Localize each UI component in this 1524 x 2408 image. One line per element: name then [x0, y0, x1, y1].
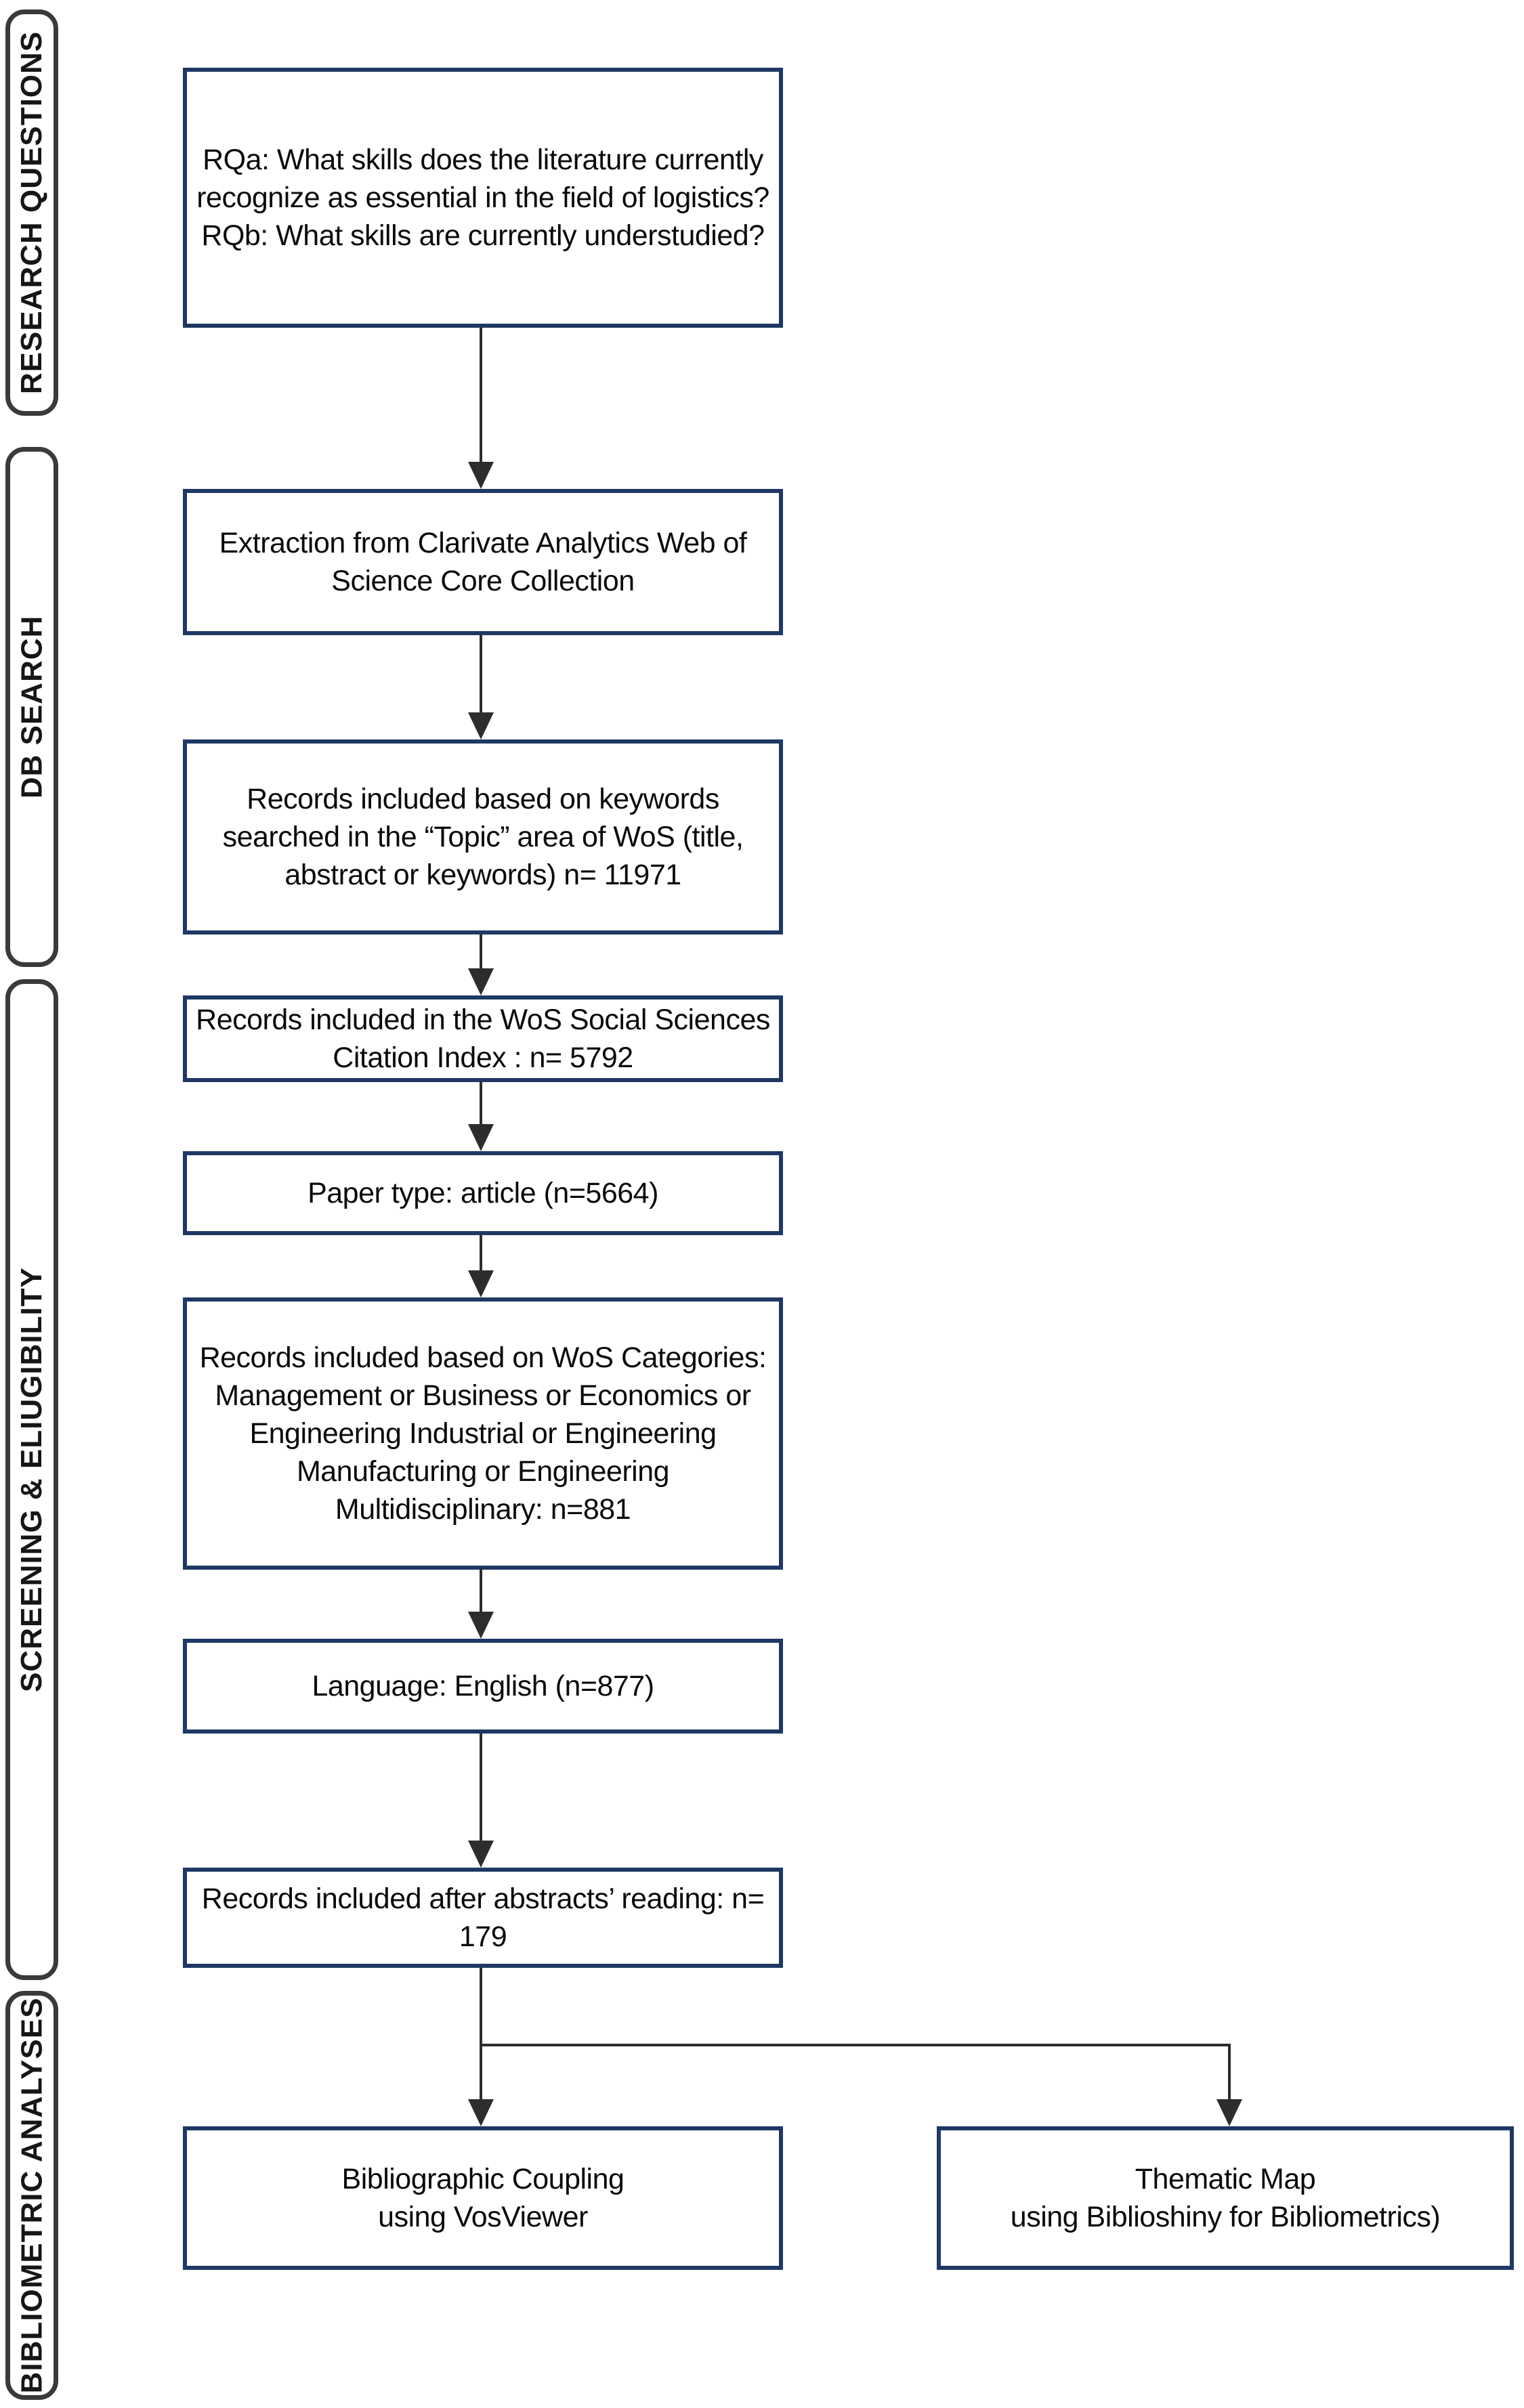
box-language-label: Language: English (n=877): [312, 1670, 654, 1702]
arrowhead-icon-1: [468, 462, 494, 489]
arrow-line-2: [480, 635, 482, 714]
box-thematic-map-label: Thematic Map using Biblioshiny for Bibli…: [1010, 2163, 1441, 2233]
box-research-questions-label: RQa: What skills does the literature cur…: [196, 144, 769, 252]
stage-screening-eligibility: SCREENING & ELIUGIBILITY: [5, 979, 58, 1980]
stage-db-search-label: DB SEARCH: [15, 615, 49, 799]
arrowhead-icon-2: [468, 712, 494, 739]
arrow-line-6: [480, 1568, 482, 1613]
arrowhead-icon-5: [468, 1270, 494, 1297]
stage-db-search: DB SEARCH: [5, 447, 58, 967]
box-extraction: Extraction from Clarivate Analytics Web …: [183, 489, 783, 635]
box-categories-label: Records included based on WoS Categories…: [199, 1341, 767, 1526]
stage-bibliometric-analyses-label: BIBLIOMETRIC ANALYSES: [15, 1997, 48, 2394]
box-ssci-label: Records included in the WoS Social Scien…: [196, 1004, 770, 1074]
box-keywords-label: Records included based on keywords searc…: [222, 783, 744, 891]
box-keywords: Records included based on keywords searc…: [183, 739, 783, 934]
stage-bibliometric-analyses: BIBLIOMETRIC ANALYSES: [5, 1991, 58, 2400]
box-research-questions: RQa: What skills does the literature cur…: [183, 68, 783, 328]
box-extraction-label: Extraction from Clarivate Analytics Web …: [219, 527, 747, 597]
box-paper-type: Paper type: article (n=5664): [183, 1151, 783, 1235]
stage-research-questions-label: RESEARCH QUESTIONS: [15, 30, 49, 395]
box-abstracts: Records included after abstracts’ readin…: [183, 1868, 783, 1968]
box-language: Language: English (n=877): [183, 1639, 783, 1734]
arrowhead-icon-3: [468, 968, 494, 995]
arrowhead-icon-8: [468, 2099, 494, 2126]
arrow-line-1: [480, 326, 482, 463]
arrowhead-icon-6: [468, 1612, 494, 1639]
arrow-line-7: [480, 1734, 482, 1842]
arrowhead-icon-4: [468, 1124, 494, 1151]
box-paper-type-label: Paper type: article (n=5664): [308, 1177, 658, 1209]
box-ssci: Records included in the WoS Social Scien…: [183, 995, 783, 1082]
branch-line-vertical: [1228, 2044, 1231, 2101]
stage-research-questions: RESEARCH QUESTIONS: [5, 9, 58, 416]
stage-screening-eligibility-label: SCREENING & ELIUGIBILITY: [15, 1267, 49, 1692]
box-categories: Records included based on WoS Categories…: [183, 1297, 783, 1570]
branch-line-horizontal: [480, 2044, 1231, 2046]
arrow-line-4: [480, 1082, 482, 1125]
arrow-line-3: [480, 934, 482, 970]
arrow-line-5: [480, 1235, 482, 1272]
box-bibliographic-coupling-label: Bibliographic Coupling using VosViewer: [341, 2163, 625, 2233]
box-abstracts-label: Records included after abstracts’ readin…: [201, 1883, 765, 1953]
arrowhead-icon-7: [468, 1841, 494, 1868]
arrowhead-icon-9: [1216, 2099, 1242, 2126]
box-bibliographic-coupling: Bibliographic Coupling using VosViewer: [183, 2126, 783, 2270]
box-thematic-map: Thematic Map using Biblioshiny for Bibli…: [937, 2126, 1514, 2270]
arrow-line-8: [480, 1967, 482, 2101]
